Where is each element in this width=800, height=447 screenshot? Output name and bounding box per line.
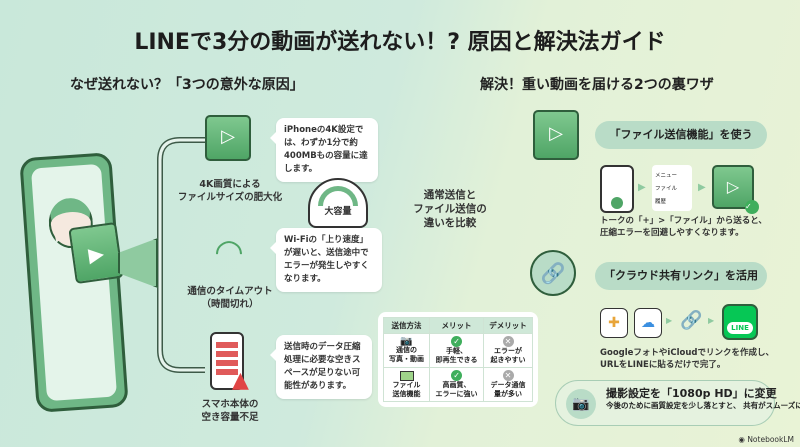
link-icon: 🔗 — [530, 250, 576, 296]
brand-text: NotebookLM — [747, 435, 794, 444]
file-menu: メニューファイル履歴 — [652, 165, 692, 211]
tip1-desc: トークの「+」>「ファイル」から送ると、 圧縮エラーを回避しやすくなります。 — [600, 216, 767, 238]
arrow-icon: ▶ — [698, 182, 706, 193]
cell-demerit: データ通信 量が多い — [490, 381, 526, 398]
cause-bubble: iPhoneの4K設定では、わずか1分で約400MBもの容量に達します。 — [270, 118, 378, 182]
table-row: ファイル 送信機能 ✓高画質、 エラーに強い ✕データ通信 量が多い — [382, 367, 533, 402]
left-heading: なぜ送れない？「3つの意外な原因」 — [70, 77, 304, 93]
arrow-icon: ▶ — [708, 316, 715, 325]
line-app-icon: LINE — [722, 304, 758, 340]
cell-method: 通信の 写真・動画 — [389, 346, 424, 363]
video-file-icon: ▷ — [533, 110, 579, 160]
table-header: メリット — [429, 317, 485, 334]
table-row: 📷通信の 写真・動画 ✓手軽、 即再生できる ✕エラーが 起きやすい — [382, 333, 533, 368]
cell-merit: 高画質、 エラーに強い — [435, 381, 478, 398]
menu-item: ファイル — [655, 186, 678, 192]
cell-merit: 手軽、 即再生できる — [435, 347, 478, 364]
arrow-icon: ▶ — [666, 316, 673, 325]
cause-bubble: 送信時のデータ圧縮処理に必要な空きスペースが足りない可能性があります。 — [270, 335, 372, 399]
cause-label: 通信のタイムアウト （時間切れ） — [187, 286, 273, 310]
wifi-icon: ◠ — [214, 232, 244, 272]
warning-icon: ▲ — [232, 368, 249, 393]
cell-method: ファイル 送信機能 — [392, 380, 421, 398]
cause-label: スマホ本体の 空き容量不足 — [201, 399, 259, 423]
phone-illustration — [19, 152, 129, 413]
line-logo-text: LINE — [727, 322, 753, 334]
cause-bubble: Wi-Fiの「上り速度」が遅いと、送信途中でエラーが発生しやすくなります。 — [270, 228, 382, 292]
link-icon: 🔗 — [680, 310, 703, 331]
tip2-desc: GoogleフォトやiCloudでリンクを作成し、 URLをLINEに貼るだけで… — [600, 348, 774, 370]
storage-warning-icon — [210, 332, 244, 390]
page-title: LINEで3分の動画が送れない！? 原因と解決法ガイド — [134, 30, 666, 55]
folder-icon — [399, 370, 414, 381]
tip1-title: 「ファイル送信機能」を使う — [595, 121, 767, 149]
camera-icon: 📷 — [566, 389, 596, 419]
video-file-icon: ▷ — [205, 115, 251, 161]
compare-title: 通常送信と ファイル送信の 違いを比較 — [413, 189, 487, 229]
cross-icon: ✕ — [502, 370, 514, 381]
google-photos-icon: ✚ — [600, 308, 628, 338]
gauge-label: 大容量 — [324, 207, 352, 217]
icloud-icon: ☁ — [634, 308, 662, 338]
cross-icon: ✕ — [502, 336, 514, 347]
camera-icon: 📷 — [400, 336, 413, 347]
notebooklm-logo-icon: ◉ — [738, 435, 745, 444]
table-header: 送信方法 — [382, 317, 431, 334]
right-heading: 解決！重い動画を届ける2つの裏ワザ — [480, 77, 714, 93]
check-icon: ✓ — [745, 200, 759, 214]
notebooklm-brand: ◉ NotebookLM — [738, 435, 794, 444]
tip3-desc: 今後のために画質設定を少し落とすと、 共有がスムーズになります。 — [606, 401, 800, 410]
connector-lines — [157, 137, 205, 373]
video-file-icon: ▶ — [68, 221, 124, 285]
check-icon: ✓ — [451, 370, 463, 381]
menu-item: メニュー — [655, 173, 678, 179]
tip3-card: 📷 撮影設定を「1080p HD」に変更 今後のために画質設定を少し落とすと、 … — [555, 380, 800, 426]
tip2-title: 「クラウド共有リンク」を活用 — [595, 262, 767, 290]
gauge-icon: 大容量 — [308, 178, 368, 228]
tip3-title: 撮影設定を「1080p HD」に変更 — [606, 387, 777, 400]
cell-demerit: エラーが 起きやすい — [490, 347, 526, 364]
phone-plus-icon — [600, 165, 634, 213]
check-icon: ✓ — [451, 336, 463, 347]
comparison-table: 送信方法メリットデメリット 📷通信の 写真・動画 ✓手軽、 即再生できる ✕エラ… — [378, 312, 538, 407]
table-header: デメリット — [483, 317, 533, 334]
menu-item: 履歴 — [655, 199, 667, 205]
arrow-icon: ▶ — [638, 182, 646, 193]
cause-label: 4K画質による ファイルサイズの肥大化 — [177, 179, 283, 203]
